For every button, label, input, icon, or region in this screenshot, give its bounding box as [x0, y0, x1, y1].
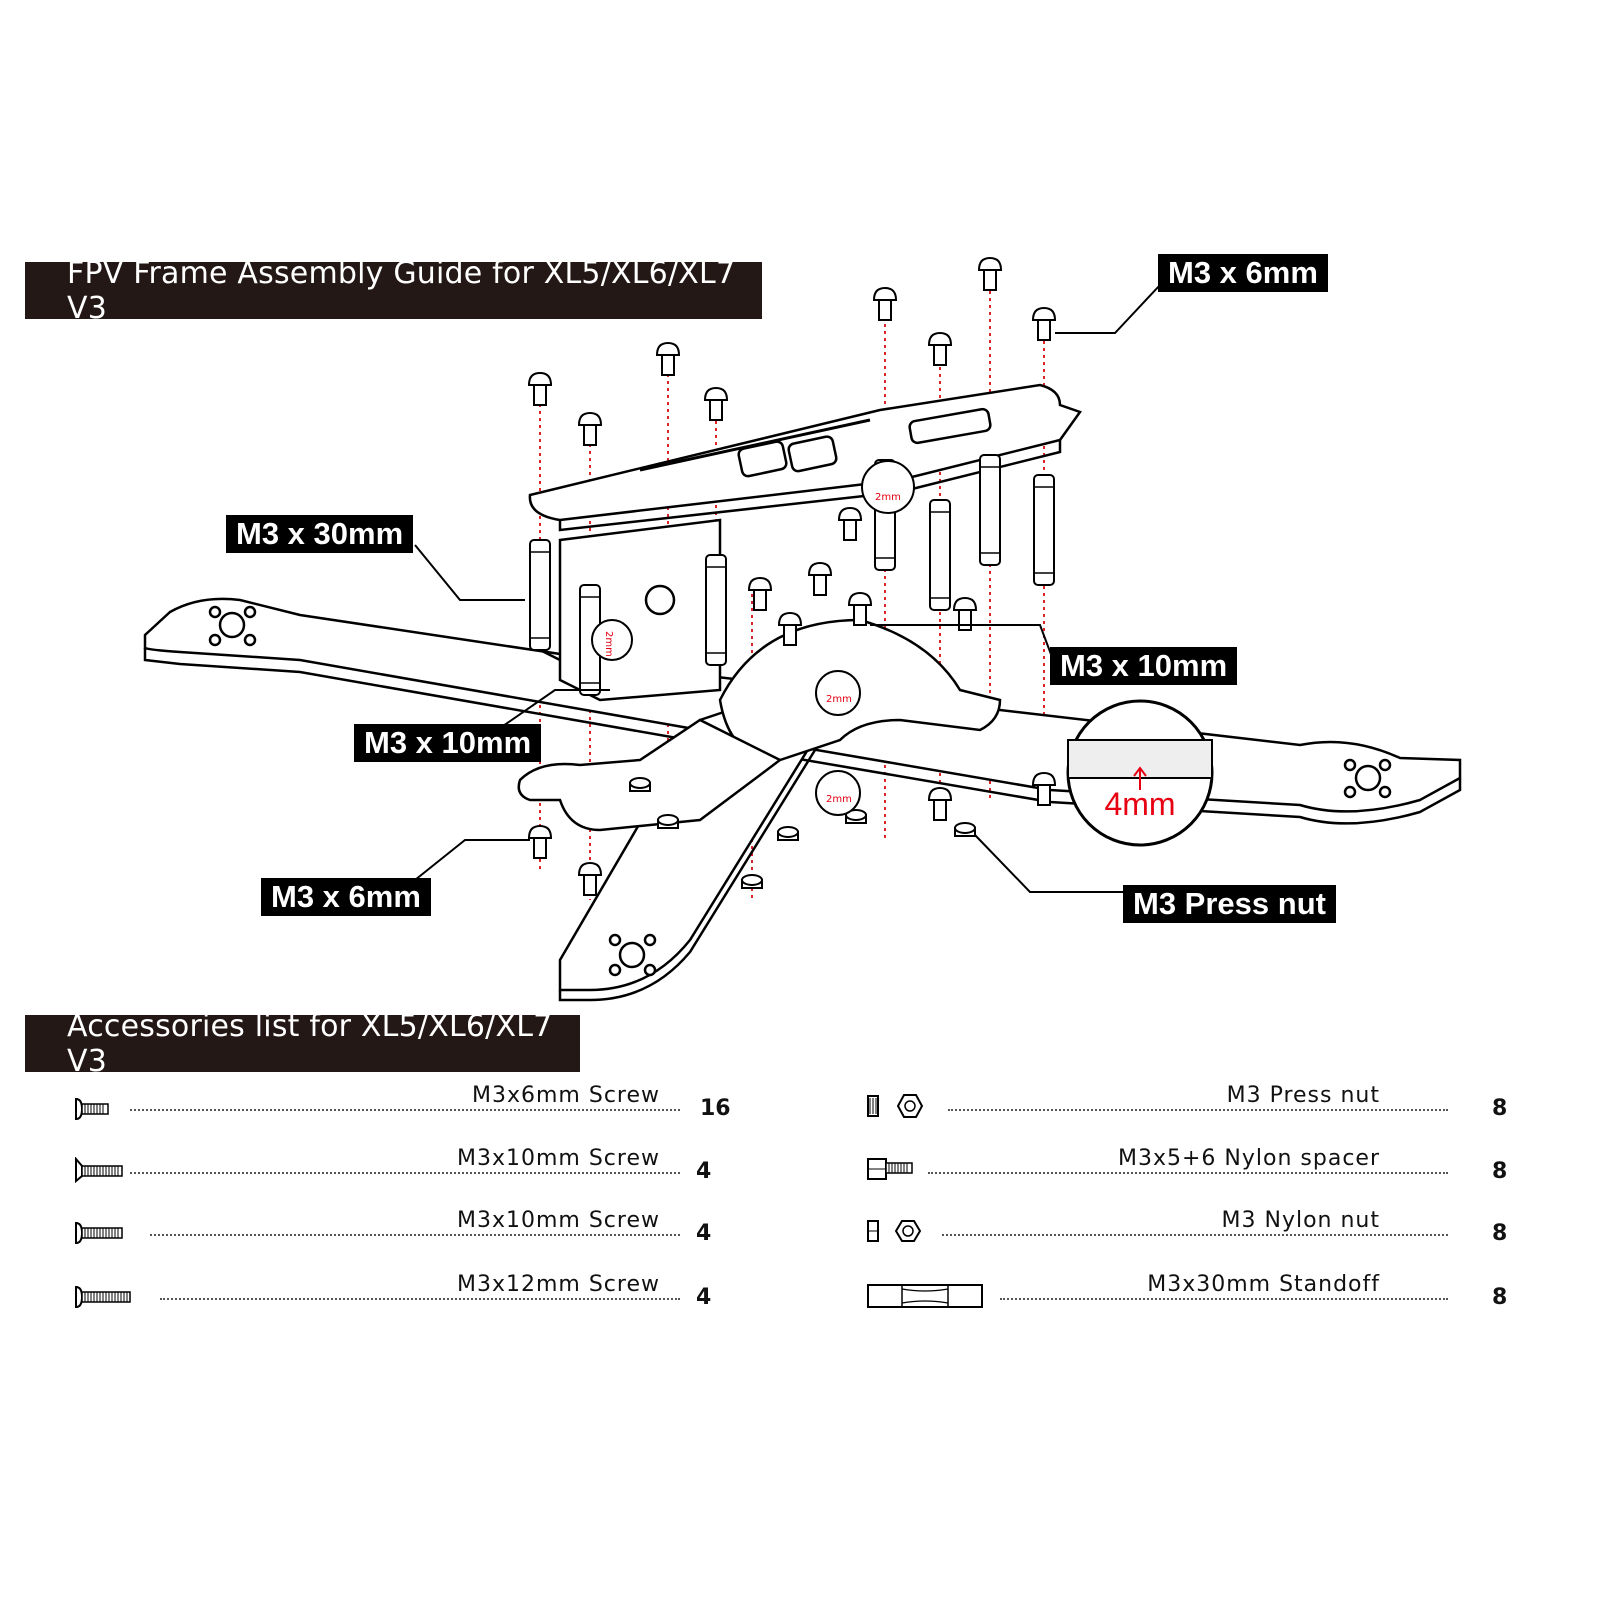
nylon-nut-icon	[867, 1220, 922, 1242]
exploded-frame-diagram: 2mm 2mm 2mm 2mm 4mm	[143, 257, 1462, 1002]
svg-text:2mm: 2mm	[875, 492, 901, 503]
svg-text:2mm: 2mm	[826, 694, 852, 705]
page-title: FPV Frame Assembly Guide for XL5/XL6/XL7…	[25, 256, 762, 326]
list-item: M3x10mm Screw 4	[0, 1146, 760, 1184]
button-head-screw-icon	[75, 1221, 123, 1245]
arm-thickness-detail: 4mm	[1066, 699, 1214, 847]
list-item: M3 Nylon nut 8	[860, 1208, 1520, 1246]
camera-side-plates	[538, 518, 722, 702]
svg-text:2mm: 2mm	[826, 794, 852, 805]
plate-thickness-labels: 2mm 2mm 2mm 2mm	[603, 492, 901, 805]
accessories-title: Accessories list for XL5/XL6/XL7 V3	[25, 1009, 580, 1079]
callout-right-m3x10: M3 x 10mm	[1050, 647, 1238, 685]
svg-text:2mm: 2mm	[603, 631, 614, 657]
list-item: M3x10mm Screw 4	[0, 1208, 760, 1246]
press-nut-icon	[867, 1094, 924, 1118]
list-item: M3x6mm Screw 16	[0, 1083, 760, 1121]
arm-thickness-label: 4mm	[1104, 786, 1175, 822]
button-head-screw-icon	[75, 1285, 131, 1309]
top-plate	[528, 383, 1082, 532]
nylon-spacer-icon	[867, 1158, 913, 1180]
callout-left-m3x10: M3 x 10mm	[354, 724, 542, 762]
list-item: M3x30mm Standoff 8	[860, 1272, 1520, 1310]
callout-bottom-m3x6: M3 x 6mm	[261, 878, 431, 916]
countersunk-screw-icon	[75, 1157, 123, 1183]
callout-press-nut: M3 Press nut	[1123, 885, 1336, 923]
list-item: M3 Press nut 8	[860, 1083, 1520, 1121]
bottom-plate-arms	[143, 597, 1462, 1002]
button-head-screw-icon	[75, 1097, 109, 1121]
standoff-icon	[867, 1284, 983, 1308]
plate-thickness-detail	[591, 460, 915, 816]
callout-m3x30: M3 x 30mm	[226, 515, 414, 553]
list-item: M3x5+6 Nylon spacer 8	[860, 1146, 1520, 1184]
list-item: M3x12mm Screw 4	[0, 1272, 760, 1310]
callout-top-m3x6: M3 x 6mm	[1158, 254, 1328, 292]
